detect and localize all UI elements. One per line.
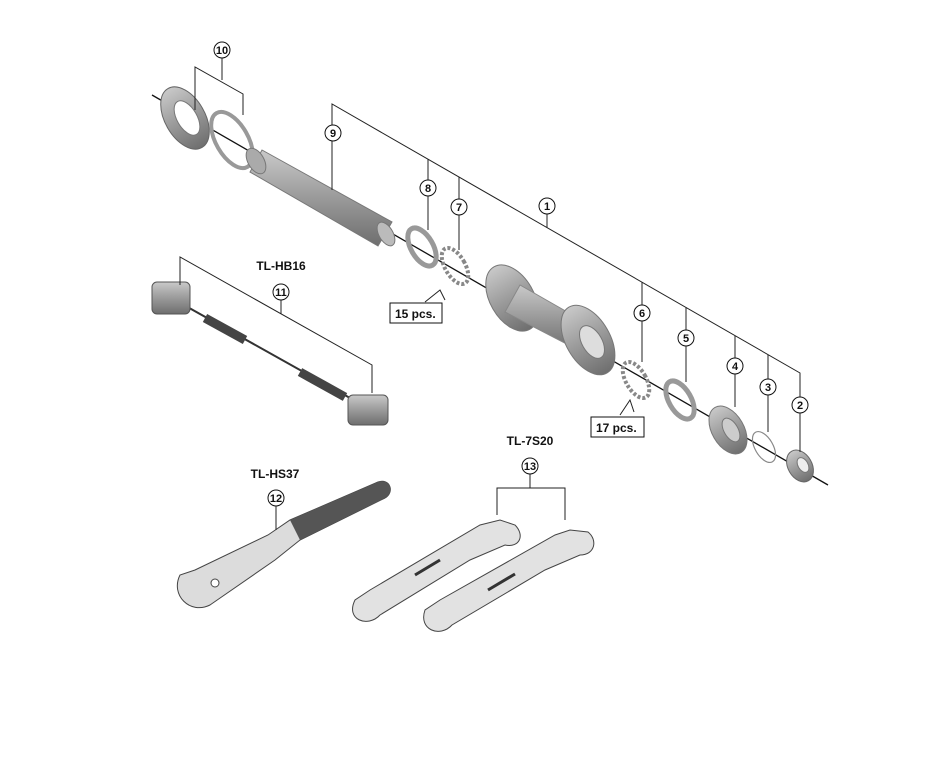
callout-3: 3: [759, 378, 777, 396]
svg-text:5: 5: [683, 333, 689, 345]
quantity-box-15: 15 pcs.: [389, 302, 443, 324]
leader-lines: [179, 57, 801, 530]
part-2-end-cap: [786, 449, 814, 483]
callout-5: 5: [677, 329, 695, 347]
svg-text:4: 4: [732, 361, 739, 373]
svg-text:8: 8: [425, 183, 431, 195]
tool-12-tl-hs37: [176, 480, 391, 609]
svg-text:3: 3: [765, 382, 771, 394]
part-8-washer: [405, 225, 439, 269]
svg-text:7: 7: [456, 202, 462, 214]
svg-text:2: 2: [797, 400, 803, 412]
svg-text:1: 1: [544, 201, 550, 213]
callout-7: 7: [450, 198, 468, 216]
part-6-bearing: [620, 359, 652, 401]
svg-text:6: 6: [639, 308, 645, 320]
svg-text:10: 10: [216, 45, 228, 57]
callout-6: 6: [633, 304, 651, 322]
part-7-bearing: [439, 245, 471, 287]
svg-text:11: 11: [275, 287, 287, 299]
tool-label-tl-7s20: TL-7S20: [507, 434, 554, 448]
tool-13-tl-7s20: [352, 519, 595, 632]
svg-text:17 pcs.: 17 pcs.: [596, 421, 637, 435]
tool-label-tl-hb16: TL-HB16: [256, 259, 306, 273]
quantity-box-17: 17 pcs.: [590, 416, 645, 438]
part-3-o-ring: [751, 431, 777, 463]
part-4-cone: [708, 405, 748, 455]
part-10-lock-ring: [160, 86, 255, 171]
callout-4: 4: [726, 357, 744, 375]
callout-12: 12: [267, 489, 285, 507]
callout-10: 10: [213, 41, 231, 59]
tool-11-tl-hb16: [151, 281, 389, 426]
tool-label-tl-hs37: TL-HS37: [251, 467, 300, 481]
callout-9: 9: [324, 124, 342, 142]
part-5-washer: [663, 378, 697, 422]
part-1-hub-body: [485, 264, 616, 376]
callout-1: 1: [538, 197, 556, 215]
callout-8: 8: [419, 179, 437, 197]
callout-2: 2: [791, 396, 809, 414]
svg-text:13: 13: [524, 461, 536, 473]
part-9-axle: [245, 147, 396, 247]
callout-13: 13: [521, 457, 539, 475]
svg-text:15 pcs.: 15 pcs.: [395, 307, 436, 321]
svg-text:9: 9: [330, 128, 336, 140]
callout-11: 11: [272, 283, 290, 301]
svg-text:12: 12: [270, 493, 282, 505]
